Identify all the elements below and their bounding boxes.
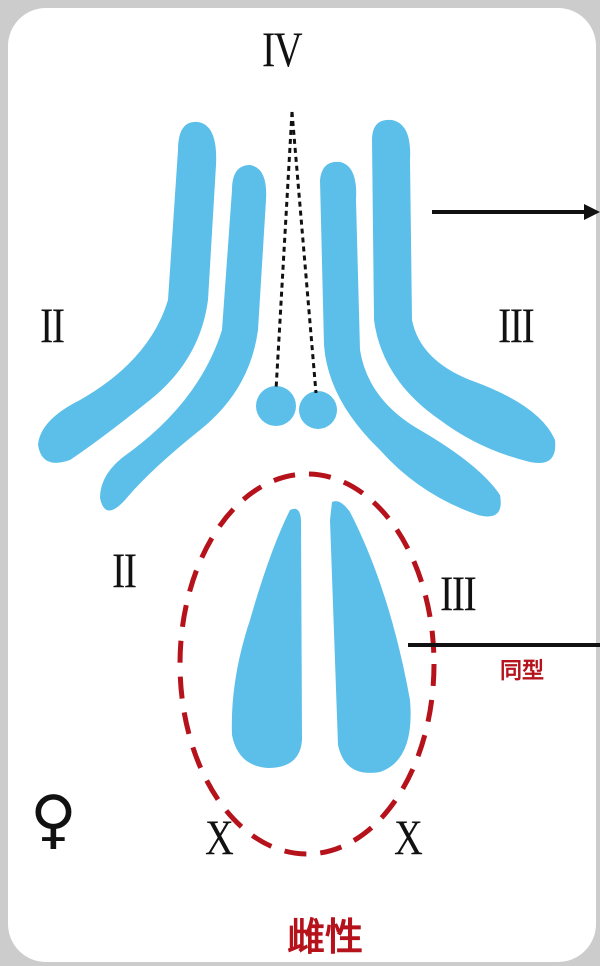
label-iii-lower: III [440,568,475,618]
chromosome-iv-left [256,386,296,426]
chromosome-iv-thread-left [276,112,292,390]
label-iii-upper: III [498,300,533,350]
chromosome-iv-right [299,391,337,429]
label-ii-upper: II [40,300,63,350]
arrowhead-icon [584,204,600,220]
sex-caption: 雌性 [287,918,363,956]
chromosome-iv-thread-right [292,112,316,393]
homotype-label: 同型 [500,653,544,685]
label-x-right: X [394,812,421,862]
chromosome-iii-outer [372,120,555,463]
label-x-left: X [205,812,232,862]
label-iv: IV [262,24,301,74]
chromosome-x-left [232,509,302,768]
label-ii-lower: II [112,545,135,595]
female-symbol-icon: ♀ [30,788,77,852]
chromosome-x-right [330,501,411,773]
